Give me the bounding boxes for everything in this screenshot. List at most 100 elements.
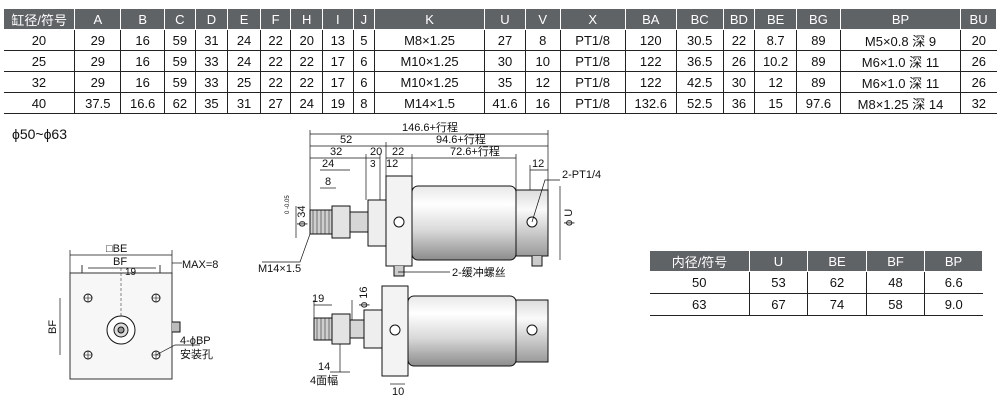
dim-22: 22 [392, 146, 404, 158]
table-cell: 30.5 [675, 29, 724, 51]
thread-label: M14×1.5 [258, 263, 301, 275]
col-header: K [374, 8, 486, 30]
bf-label: BF [113, 256, 127, 268]
table-cell: 48 [866, 271, 925, 294]
col-header: BG [796, 8, 841, 30]
col-header: BA [624, 8, 677, 30]
lower-phi16: ϕ 16 [358, 287, 370, 308]
table-cell: M8×1.25 [374, 29, 485, 51]
table-cell: 62 [164, 92, 196, 114]
dim-3: 3 [370, 159, 376, 170]
cushion-screw [172, 321, 181, 333]
dim-72: 72.6+行程 [450, 145, 500, 158]
table-cell: 97.6 [796, 92, 841, 114]
phi34-label: ϕ 34 [296, 206, 308, 227]
rod-nut [331, 205, 351, 239]
table-cell: 12 [524, 71, 561, 93]
table-cell: 67 [749, 293, 808, 316]
table-cell: 41.6 [484, 92, 526, 114]
lower-dim-10: 10 [392, 386, 404, 398]
table-cell: 59 [164, 50, 196, 72]
table-cell: 27 [484, 29, 526, 51]
table-cell: 36 [722, 92, 755, 114]
dim-20: 20 [370, 146, 382, 158]
table-cell: 24 [227, 50, 261, 72]
dim-19: 19 [125, 267, 137, 278]
table-cell: M6×1.0 深 11 [839, 71, 961, 93]
table-cell: 59 [164, 29, 196, 51]
table-cell: 29 [74, 29, 121, 51]
table-cell: 31 [194, 29, 228, 51]
col-header: I [322, 8, 354, 30]
col-header: U [484, 8, 526, 30]
piston-rod [349, 211, 369, 233]
dim-32: 32 [330, 146, 342, 158]
table-cell: 24 [290, 92, 323, 114]
table-cell: 6 [352, 71, 375, 93]
table-cell: 22 [259, 71, 291, 93]
col-header: D [194, 8, 229, 30]
table-cell: M6×1.0 深 11 [839, 50, 961, 72]
table-cell: 30 [484, 50, 526, 72]
spec-table: 缸径/符号 A B C D E F H I J K U V X BA BC BD… [2, 8, 997, 114]
table-cell: 32 [960, 92, 997, 114]
table-cell: 42.5 [675, 71, 724, 93]
col-header: BP [839, 8, 962, 30]
table-cell: 6 [352, 50, 375, 72]
table-cell: 29 [74, 50, 121, 72]
table-cell: 8 [352, 92, 375, 114]
table-cell: 29 [74, 71, 121, 93]
table-cell: 25 [3, 50, 75, 72]
table-cell: 26 [960, 71, 997, 93]
table-cell: 26 [960, 50, 997, 72]
table-cell: 37.5 [74, 92, 121, 114]
table-cell: 32 [3, 71, 75, 93]
col-header: 内径/符号 [649, 250, 750, 272]
table-cell: 16 [524, 92, 561, 114]
dim-52: 52 [340, 134, 352, 146]
table-cell: 15 [754, 92, 797, 114]
table-cell: 16 [120, 50, 165, 72]
table-cell: 12 [754, 71, 797, 93]
col-header: H [290, 8, 324, 30]
table-cell: 31 [227, 92, 261, 114]
side-view [262, 130, 561, 277]
col-header: U [749, 250, 808, 272]
table-cell: 62 [807, 271, 867, 294]
table-cell: 52.5 [675, 92, 724, 114]
dim-12a: 12 [386, 158, 398, 170]
table-cell: 33 [194, 71, 228, 93]
table-cell: M8×1.25 深 14 [839, 92, 961, 114]
cylinder-barrel [411, 185, 517, 261]
table-cell: 33 [194, 50, 228, 72]
table-cell: 22 [259, 29, 291, 51]
table-cell: 19 [322, 92, 354, 114]
table-cell: 120 [624, 29, 677, 51]
bore-table-header: 内径/符号 U BE BF BP [649, 250, 983, 272]
col-header: B [120, 8, 166, 30]
table-cell: 63 [649, 293, 750, 316]
table-cell: PT1/8 [559, 29, 626, 51]
dim-8: 8 [325, 176, 331, 188]
col-header: BE [754, 8, 798, 30]
lower-flats: 4面幅 [310, 374, 338, 387]
table-cell: 40 [3, 92, 75, 114]
dim-24: 24 [322, 158, 334, 170]
table-cell: 5 [352, 29, 375, 51]
table-cell: 22 [290, 71, 323, 93]
port-label: 2-PT1/4 [562, 169, 601, 181]
dim-total: 146.6+行程 [402, 121, 458, 134]
table-cell: 6.6 [924, 271, 983, 294]
table-cell: 22 [259, 50, 291, 72]
be-label: □BE [106, 243, 127, 255]
table-cell: M5×0.8 深 9 [839, 29, 961, 51]
front-view [59, 250, 200, 380]
table-cell: 16.6 [120, 92, 165, 114]
table-cell: PT1/8 [559, 71, 626, 93]
col-header: BD [722, 8, 756, 30]
table-cell: 59 [164, 71, 196, 93]
